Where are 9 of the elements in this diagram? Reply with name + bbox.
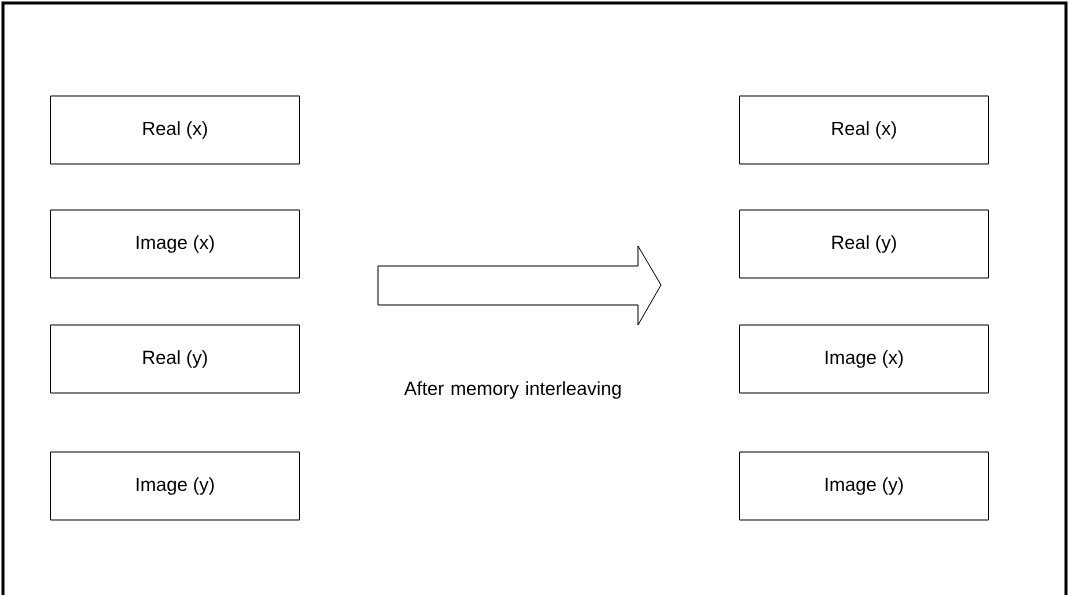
memory-box: Image (y) bbox=[739, 451, 989, 521]
caption-text: After memory interleaving bbox=[404, 381, 621, 399]
memory-box: Image (x) bbox=[50, 209, 300, 279]
memory-box: Image (x) bbox=[739, 324, 989, 394]
memory-box: Real (y) bbox=[50, 324, 300, 394]
memory-box: Real (x) bbox=[50, 95, 300, 165]
memory-box: Image (y) bbox=[50, 451, 300, 521]
memory-box: Real (y) bbox=[739, 209, 989, 279]
memory-box: Real (x) bbox=[739, 95, 989, 165]
